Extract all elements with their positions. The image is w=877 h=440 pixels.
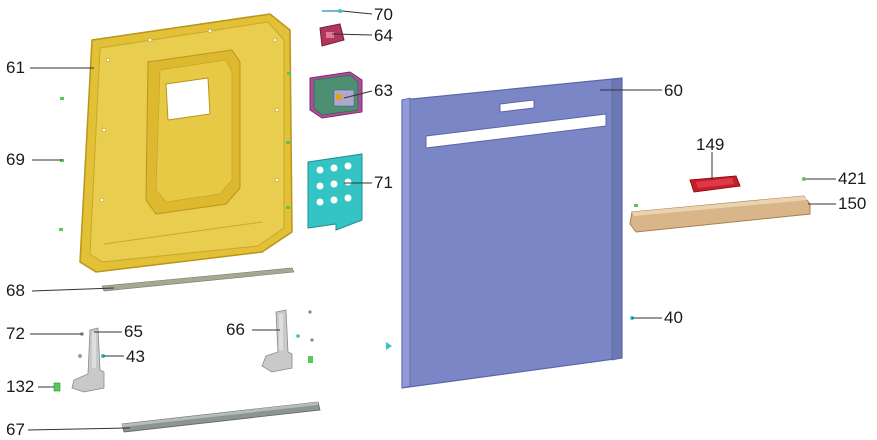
- part-65-label: 65: [124, 322, 143, 341]
- control-module-63: [309, 71, 363, 119]
- inner-door-panel: [79, 13, 293, 273]
- part-67-label: 67: [6, 420, 25, 439]
- outer-door-panel: [401, 77, 623, 389]
- part-69-label: 69: [6, 150, 25, 169]
- part-66-label: 66: [226, 320, 245, 339]
- rail-68: [101, 267, 295, 292]
- screw-70: [322, 9, 342, 13]
- part-421-label: 421: [838, 169, 867, 188]
- part-60-label: 60: [664, 81, 683, 100]
- rail-67: [121, 401, 321, 433]
- part-70-label: 70: [374, 5, 393, 24]
- hinge-left: [71, 327, 105, 393]
- handle-149: [689, 175, 741, 193]
- part-132-label: 132: [6, 377, 35, 396]
- latch-64: [319, 23, 345, 47]
- part-61-label: 61: [6, 58, 25, 77]
- clip-132: [53, 382, 61, 392]
- part-64-label: 64: [374, 26, 393, 45]
- part-68-label: 68: [6, 281, 25, 300]
- part-150-label: 150: [838, 194, 867, 213]
- part-71-label: 71: [374, 173, 393, 192]
- hinge-right: [261, 309, 314, 373]
- bracket-71: [307, 153, 363, 231]
- part-63-label: 63: [374, 81, 393, 100]
- part-149-label: 149: [696, 135, 725, 154]
- part-72-label: 72: [6, 324, 25, 343]
- part-43-label: 43: [126, 347, 145, 366]
- leader-lines: [27, 10, 836, 431]
- part-40-label: 40: [664, 308, 683, 327]
- control-panel-150: [629, 195, 811, 233]
